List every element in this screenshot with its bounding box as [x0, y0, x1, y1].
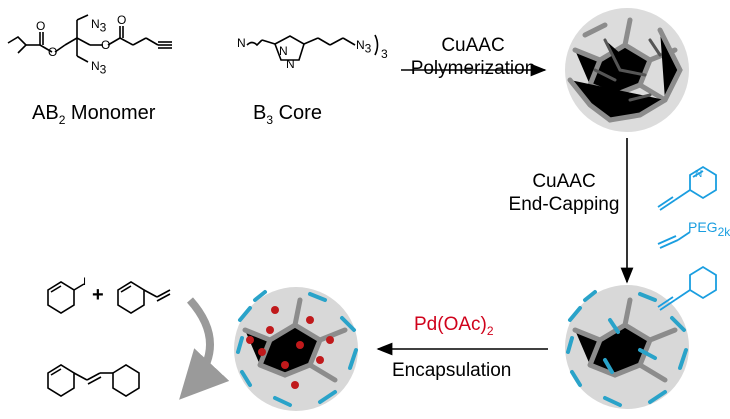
capping-agent-pyridine — [657, 165, 717, 211]
carbonyl-oxygen-2: O — [117, 13, 126, 27]
ester-oxygen-2: O — [101, 38, 110, 52]
plus-sign: + — [92, 284, 104, 306]
capping-agent-peg — [657, 231, 691, 249]
ester-oxygen-1: O — [48, 45, 57, 59]
reaction-arrow-curved — [179, 297, 230, 400]
carbonyl-oxygen-1: O — [36, 19, 45, 33]
core-n-ring-2: N — [286, 57, 295, 71]
pyridine-n-label: N — [695, 169, 703, 180]
core-azide: N3 — [356, 38, 372, 56]
b3-core-structure — [246, 34, 379, 61]
pd-encapsulated-polymer — [234, 287, 358, 411]
core-label: B3 Core — [253, 102, 322, 127]
catalyst-label: Pd(OAc)2 — [414, 314, 494, 338]
hyperbranched-polymer — [565, 8, 689, 132]
ab2-monomer-structure — [7, 14, 172, 63]
end-capped-polymer — [565, 285, 689, 409]
monomer-azide-1: N3 — [91, 17, 107, 35]
core-multiplier: 3 — [381, 47, 388, 61]
monomer-azide-2: N3 — [91, 59, 107, 77]
iodo-atom-label: I — [83, 276, 87, 288]
stilbene-structure — [47, 364, 140, 397]
capping-agent-phenylacetylene — [657, 265, 717, 311]
styrene-structure — [117, 281, 171, 314]
monomer-label: AB2 Monomer — [32, 102, 156, 127]
core-n-ring-1: N — [279, 44, 288, 58]
peg-label: PEG2k — [688, 219, 730, 239]
encapsulation-label: Encapsulation — [392, 360, 512, 381]
iodobenzene-structure — [47, 281, 85, 314]
core-n-left: N — [237, 36, 246, 50]
